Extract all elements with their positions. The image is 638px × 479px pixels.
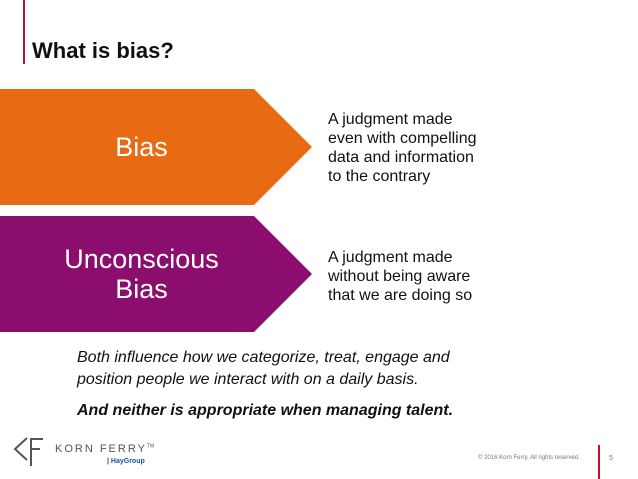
unconscious-bias-label: Unconscious Bias — [0, 244, 283, 304]
page-number: 5 — [609, 455, 613, 462]
bias-desc-line-3: data and information — [328, 149, 474, 166]
unconscious-desc-line-2: without being aware — [328, 268, 471, 285]
korn-ferry-mark-icon — [13, 437, 43, 466]
title-accent-bar — [23, 0, 25, 64]
bias-desc-line-1: A judgment made — [328, 111, 453, 128]
body-emphasis: And neither is appropriate when managing… — [77, 402, 454, 419]
unconscious-bias-description: A judgment made without being aware that… — [328, 248, 528, 305]
logo-tm: TM — [146, 443, 155, 450]
body-line-1: Both influence how we categorize, treat,… — [77, 349, 450, 366]
logo-name: KORN FERRYTM — [55, 443, 154, 455]
logo-name-text: KORN FERRY — [55, 443, 147, 455]
bias-label: Bias — [0, 132, 283, 162]
unconscious-bias-chevron-shape — [0, 216, 312, 332]
slide-title: What is bias? — [32, 38, 174, 63]
unconscious-desc-line-3: that we are doing so — [328, 287, 473, 304]
unconscious-bias-label-line-2: Bias — [115, 274, 168, 304]
unconscious-bias-label-line-1: Unconscious — [64, 244, 219, 274]
unconscious-bias-chevron: Unconscious Bias — [0, 216, 312, 332]
korn-ferry-logo: KORN FERRYTM | HayGroup — [13, 437, 163, 469]
body-statement: Both influence how we categorize, treat,… — [77, 347, 547, 391]
footer-accent-bar — [598, 445, 600, 479]
logo-haygroup: | HayGroup — [107, 458, 145, 465]
bias-label-line: Bias — [115, 132, 168, 162]
bias-description: A judgment made even with compelling dat… — [328, 110, 528, 186]
body-line-2: position people we interact with on a da… — [77, 371, 419, 388]
copyright-notice: © 2016 Korn Ferry. All rights reserved. — [478, 455, 580, 461]
bias-desc-line-2: even with compelling — [328, 130, 477, 147]
bias-chevron-shape — [0, 89, 312, 205]
unconscious-desc-line-1: A judgment made — [328, 249, 453, 266]
bias-desc-line-4: to the contrary — [328, 168, 431, 185]
bias-chevron: Bias — [0, 89, 312, 205]
